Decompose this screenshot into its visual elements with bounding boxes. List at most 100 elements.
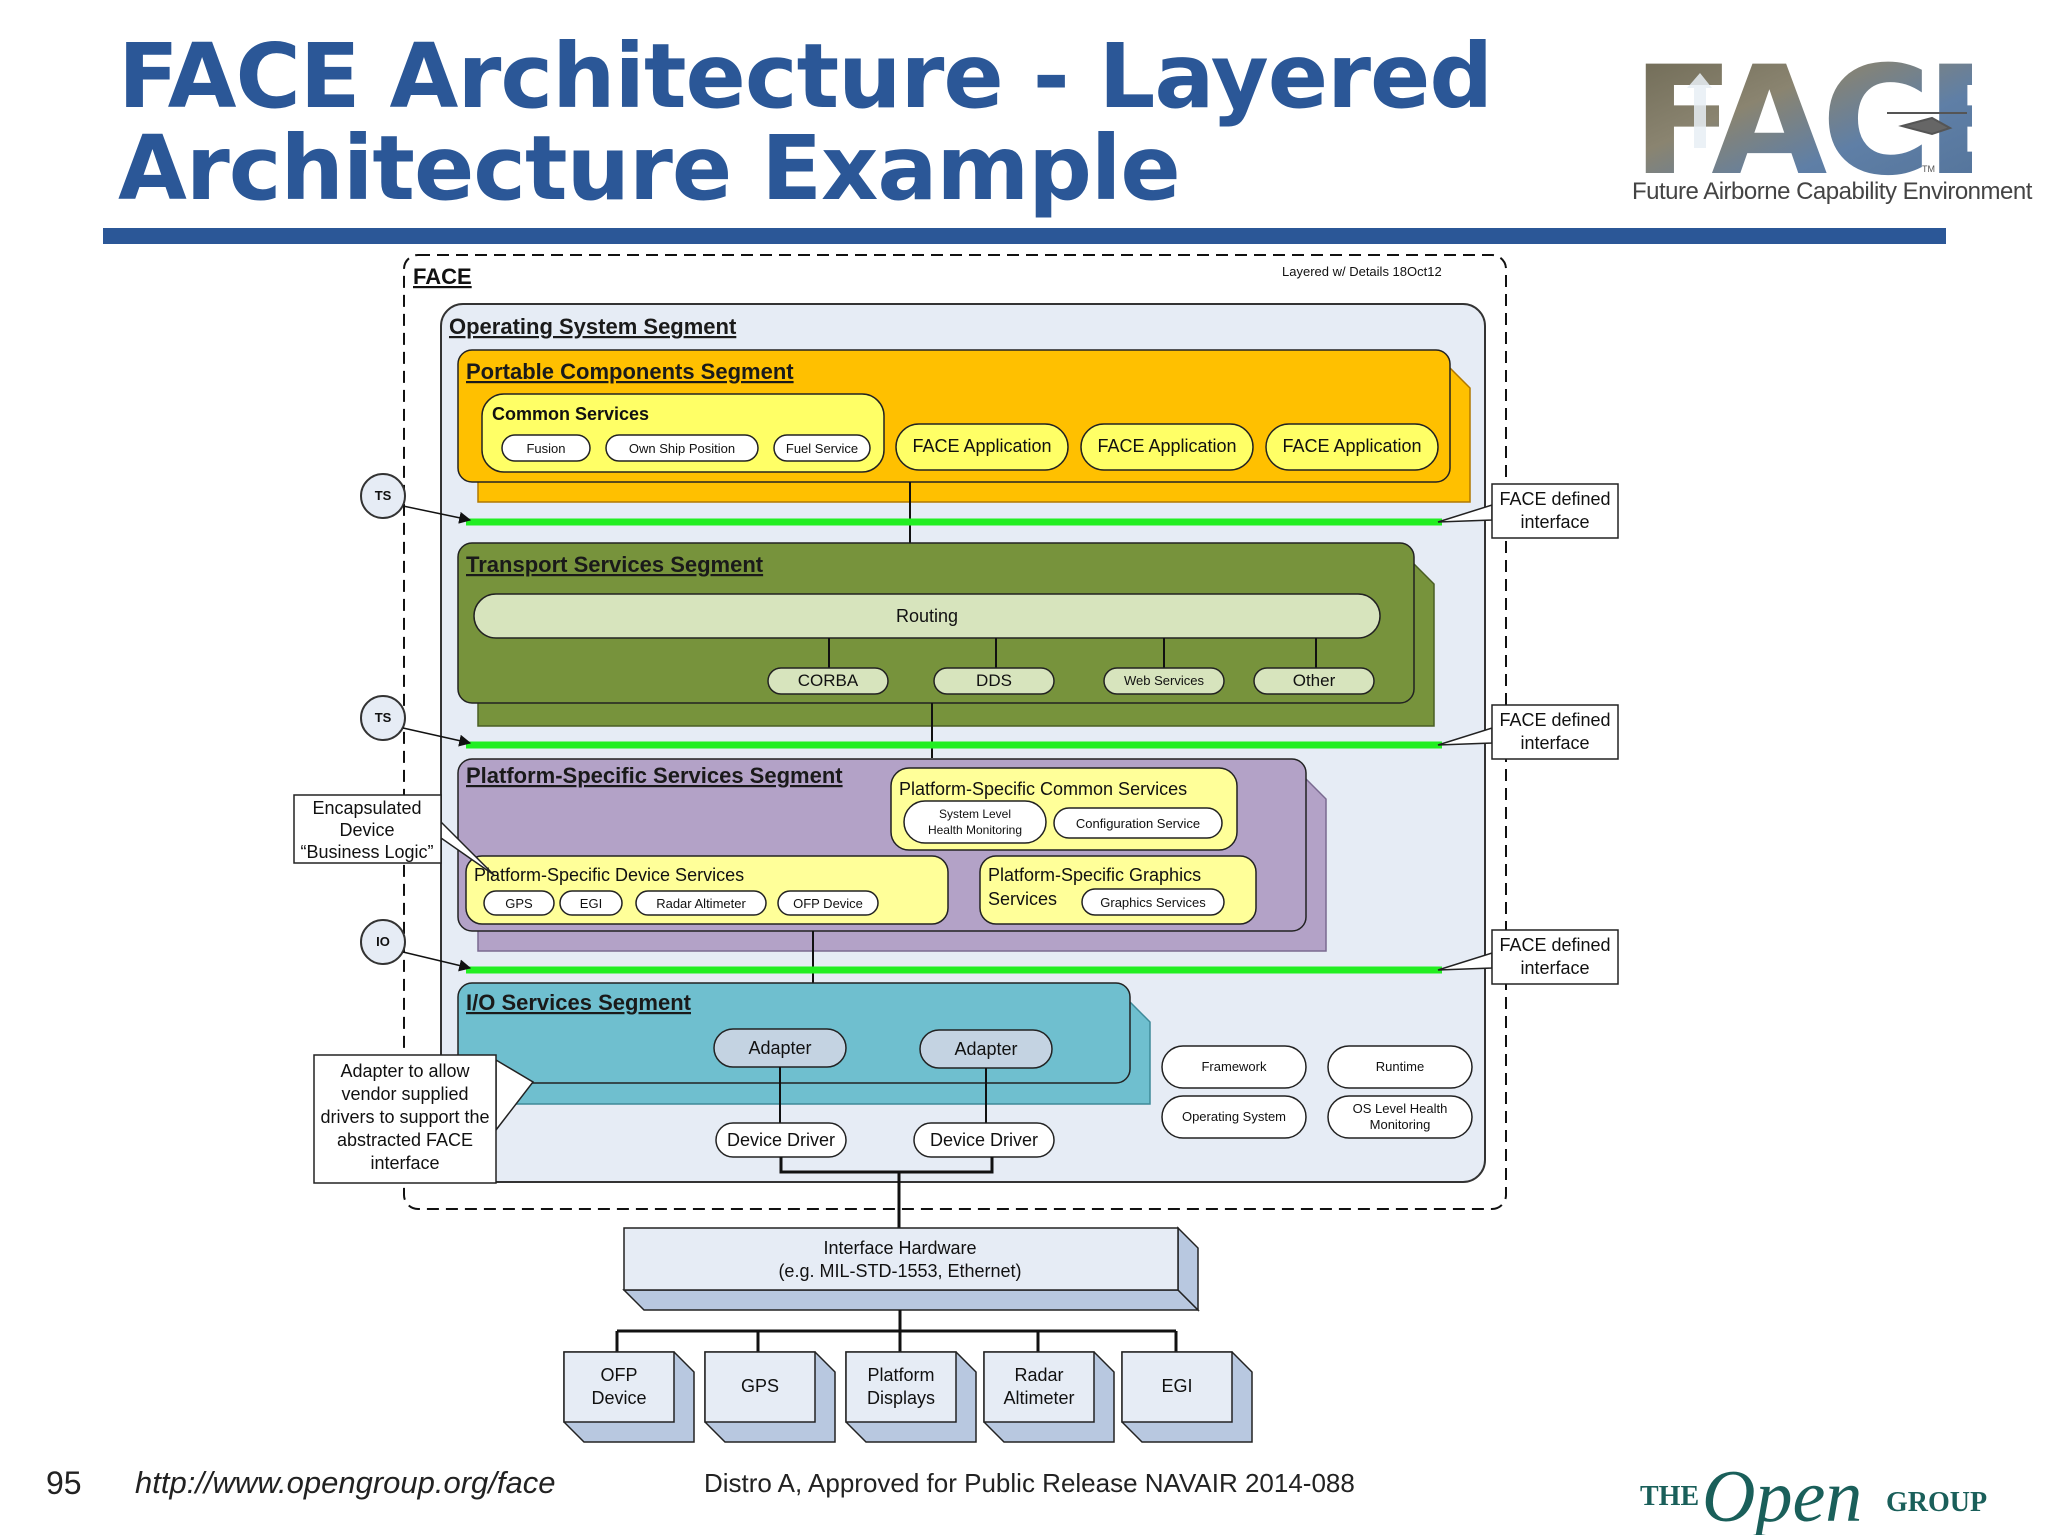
interface-callout-1-box (1491, 483, 1619, 539)
face-application-2 (1080, 423, 1254, 471)
os-segment-title: Operating System Segment (449, 314, 737, 339)
pcs-segment-title: Portable Components Segment (466, 359, 794, 384)
interface-callout-1: FACE defined interface (1437, 483, 1619, 539)
ps-common-services-label: Platform-Specific Common Services (899, 779, 1187, 799)
interface-callout-1-line-1: FACE defined (1499, 489, 1610, 509)
adapter-callout-line-4: abstracted FACE (337, 1130, 473, 1150)
operating-system-label: Operating System (1182, 1109, 1286, 1124)
other-pill (1253, 667, 1375, 695)
own-ship-label: Own Ship Position (629, 441, 735, 456)
ts-badge-2-arrow (402, 727, 472, 747)
radar-label-1: Radar (1014, 1365, 1063, 1385)
face-application-1 (895, 423, 1069, 471)
displays-device-box (845, 1351, 957, 1423)
title-line-1: FACE Architecture - Layered (118, 24, 1493, 128)
face-application-1-label: FACE Application (912, 436, 1051, 456)
encapsulated-callout: Encapsulated Device “Business Logic” (293, 794, 495, 876)
io-badge-label: IO (376, 934, 390, 949)
radar-altimeter-pill (635, 890, 767, 916)
shm-label-1: System Level (939, 807, 1011, 821)
shm-label-2: Health Monitoring (928, 823, 1022, 837)
device-driver-2-label: Device Driver (930, 1130, 1038, 1150)
ps-graphics-label-1: Platform-Specific Graphics (988, 865, 1201, 885)
encapsulated-callout-box (293, 794, 442, 864)
egi-pill (559, 890, 623, 916)
open-group-the: THE (1640, 1481, 1699, 1512)
ps-device-services-label: Platform-Specific Device Services (474, 865, 744, 885)
operating-system-pill (1161, 1095, 1307, 1139)
fusion-label: Fusion (526, 441, 565, 456)
adapter-callout-line-5: interface (370, 1153, 439, 1173)
adapter-callout-line-3: drivers to support the (320, 1107, 489, 1127)
face-application-3 (1265, 423, 1439, 471)
interface-callout-2-line-2: interface (1520, 733, 1589, 753)
face-application-3-label: FACE Application (1282, 436, 1421, 456)
interface-callout-2-box (1491, 704, 1619, 760)
common-services-label: Common Services (492, 404, 649, 424)
ps-graphics-label-2: Services (988, 889, 1057, 909)
pss-segment-title: Platform-Specific Services Segment (466, 763, 843, 788)
face-boundary-label: FACE (413, 264, 472, 289)
config-pill (1053, 807, 1223, 839)
os-health-monitoring-pill (1327, 1095, 1473, 1139)
adapter-callout-line-1: Adapter to allow (340, 1061, 470, 1081)
adapter-callout: Adapter to allow vendor supplied drivers… (313, 1054, 535, 1184)
open-group-open: Open (1702, 1456, 1862, 1535)
fuel-pill (773, 434, 871, 462)
encapsulated-line-1: Encapsulated (312, 798, 421, 818)
io-badge (360, 919, 406, 965)
egi-pill-label: EGI (580, 896, 602, 911)
ts-badge-1-label: TS (375, 488, 392, 503)
open-group-logo-mark: THE Open GROUP (1640, 1456, 1987, 1538)
interface-hardware-box (623, 1227, 1179, 1291)
device-radar-altimeter: Radar Altimeter (983, 1351, 1115, 1443)
fuel-label: Fuel Service (786, 441, 858, 456)
framework-pill (1161, 1045, 1307, 1089)
face-application-2-label: FACE Application (1097, 436, 1236, 456)
slide-title: FACE Architecture - Layered Architecture… (118, 30, 1518, 214)
jet-silhouette-icon (1687, 73, 1712, 148)
radar-label-2: Altimeter (1003, 1388, 1074, 1408)
open-group-logo: THE Open GROUP (1640, 1445, 1990, 1538)
version-note: Layered w/ Details 18Oct12 (1282, 264, 1442, 279)
graphics-services-pill (1081, 888, 1225, 916)
ofp-device-pill-label: OFP Device (793, 896, 863, 911)
other-label: Other (1293, 671, 1336, 690)
displays-label-1: Platform (867, 1365, 934, 1385)
device-driver-1-label: Device Driver (727, 1130, 835, 1150)
adapter-1-label: Adapter (748, 1038, 811, 1058)
ofp-device-box (563, 1351, 675, 1423)
os-health-label-1: OS Level Health (1353, 1101, 1448, 1116)
face-logo: FACE TM Future Airborne Capability Envir… (1632, 35, 2032, 213)
egi-device-box (1121, 1351, 1233, 1423)
interface-callout-3-box (1491, 929, 1619, 985)
ts-badge-1-arrow (402, 505, 472, 524)
io-badge-arrow (402, 951, 472, 972)
graphics-services-label: Graphics Services (1100, 895, 1206, 910)
corba-pill (767, 667, 889, 695)
device-egi: EGI (1121, 1351, 1253, 1443)
web-services-pill (1103, 667, 1225, 695)
radar-device-box (983, 1351, 1095, 1423)
adapter-callout-box (313, 1054, 497, 1184)
footer-url[interactable]: http://www.opengroup.org/face (135, 1465, 556, 1500)
interface-callout-3-line-1: FACE defined (1499, 935, 1610, 955)
device-platform-displays: Platform Displays (845, 1351, 977, 1443)
io-segment-title: I/O Services Segment (466, 990, 692, 1015)
fusion-pill (501, 434, 591, 462)
routing-bar (473, 593, 1381, 639)
distribution-statement: Distro A, Approved for Public Release NA… (704, 1468, 1355, 1498)
os-health-label-2: Monitoring (1370, 1117, 1431, 1132)
adapter-callout-line-2: vendor supplied (341, 1084, 468, 1104)
config-label: Configuration Service (1076, 816, 1200, 831)
hardware-bottom-face (622, 1289, 1200, 1311)
open-group-group: GROUP (1886, 1487, 1987, 1518)
encapsulated-line-2: Device (339, 820, 394, 840)
runtime-label: Runtime (1376, 1059, 1424, 1074)
device-ofp: OFP Device (563, 1351, 695, 1443)
interface-callout-2: FACE defined interface (1437, 704, 1619, 760)
gps-pill-label: GPS (505, 896, 533, 911)
ts-badge-2 (360, 695, 406, 741)
radar-altimeter-pill-label: Radar Altimeter (656, 896, 746, 911)
